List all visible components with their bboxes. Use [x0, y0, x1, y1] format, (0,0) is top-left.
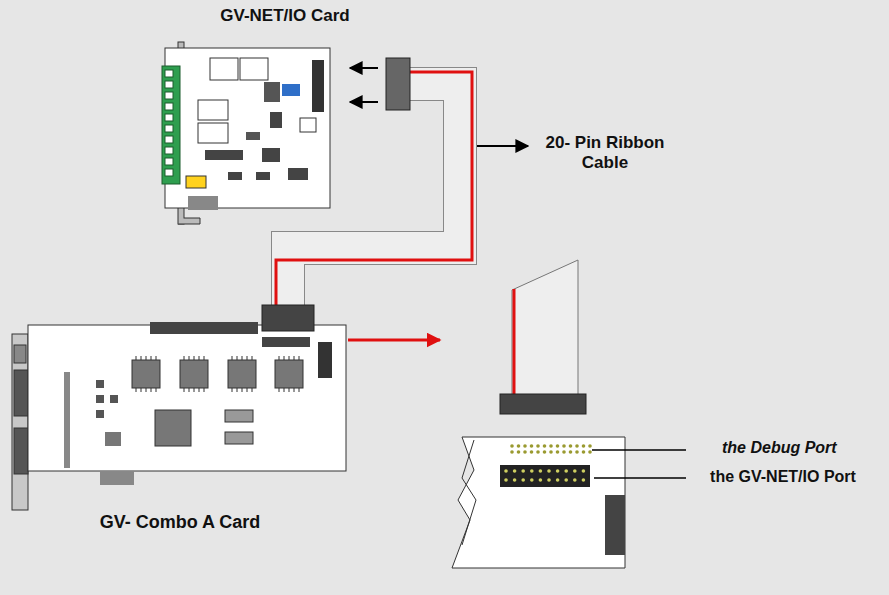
callout-label: the GV-NET/IO Port [708, 468, 858, 486]
card-title: GV- Combo A Card [96, 512, 265, 533]
ribbon-body [288, 84, 460, 307]
ribbon-cable [276, 72, 472, 307]
card-region: GV- Combo A Card [5, 305, 355, 533]
zoom-detail [452, 260, 686, 568]
combo-card [12, 322, 346, 510]
card-title: GV-NET/IO Card [216, 6, 353, 26]
card-region: GV-NET/IO Card [160, 6, 410, 226]
callout-label: the Debug Port [722, 439, 872, 457]
ribbon-stripe [276, 72, 472, 307]
net-io-card [162, 42, 330, 224]
ribbon-outline [288, 84, 460, 307]
callout-label: 20- Pin Ribbon Cable [530, 133, 680, 173]
